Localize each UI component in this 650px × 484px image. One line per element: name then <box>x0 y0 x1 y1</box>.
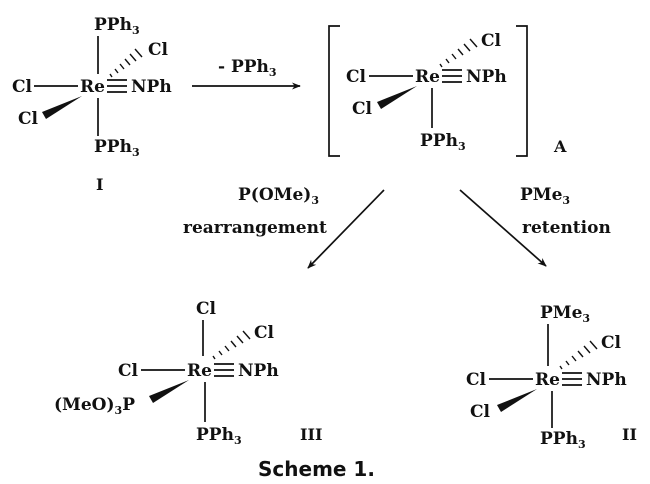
step1-reagent: - PPh3 <box>218 57 277 79</box>
compound-I-top-ligand: PPh3 <box>94 15 140 37</box>
intermediate-A-label: A <box>553 137 567 156</box>
compound-I-nitrene: NPh <box>131 77 172 97</box>
compound-I-label: I <box>96 175 103 194</box>
compound-II-metal: Re <box>535 370 560 390</box>
compound-III-label: III <box>300 425 322 444</box>
compound-III-phosphite: (MeO)3P <box>54 395 135 417</box>
path-left-arrow <box>307 189 385 269</box>
intermediate-A-bottom-ligand: PPh3 <box>420 131 466 153</box>
intermediate-A-cl-lower: Cl <box>352 99 373 119</box>
compound-I: PPh3 Cl Cl Re NPh Cl PPh3 I <box>12 15 172 194</box>
intermediate-A-cl-left: Cl <box>346 67 367 87</box>
compound-II-label: II <box>622 425 637 444</box>
path-left: P(OMe)3 rearrangement <box>183 185 385 269</box>
compound-I-cl-upper: Cl <box>148 40 169 60</box>
compound-I-wedge-bond <box>42 96 82 119</box>
compound-III-hashed-bond <box>212 330 251 360</box>
compound-III-top-ligand: Cl <box>196 299 217 319</box>
compound-I-metal: Re <box>80 77 105 97</box>
compound-I-hashed-bond <box>109 48 143 78</box>
path-left-reagent: P(OMe)3 <box>238 185 319 207</box>
compound-II-cl-lower: Cl <box>470 402 491 422</box>
compound-III-metal: Re <box>187 361 212 381</box>
compound-III-wedge-bond <box>149 380 189 403</box>
compound-III-cl-upper: Cl <box>254 323 275 343</box>
path-right-arrow <box>459 189 547 267</box>
intermediate-A-metal: Re <box>415 67 440 87</box>
path-right-note: retention <box>522 218 611 238</box>
intermediate-A-left-bracket <box>328 25 340 157</box>
compound-III-bottom-ligand: PPh3 <box>196 425 242 447</box>
compound-I-bottom-ligand: PPh3 <box>94 137 140 159</box>
compound-II-hashed-bond <box>559 340 598 370</box>
path-right-reagent: PMe3 <box>520 185 570 207</box>
step1-arrow-group: - PPh3 <box>192 57 301 90</box>
compound-III-cl-left: Cl <box>118 361 139 381</box>
compound-I-cl-lower: Cl <box>18 109 39 129</box>
compound-I-cl-left: Cl <box>12 77 33 97</box>
compound-III: Cl Cl Cl Re NPh (MeO)3P PPh3 III <box>54 299 322 447</box>
path-right: PMe3 retention <box>459 185 611 267</box>
compound-II-wedge-bond <box>497 389 537 412</box>
intermediate-A-right-bracket <box>516 25 528 157</box>
scheme-caption: Scheme 1. <box>258 457 375 481</box>
compound-II-cl-upper: Cl <box>601 333 622 353</box>
compound-II-top-ligand: PMe3 <box>540 303 590 325</box>
compound-III-nitrene: NPh <box>238 361 279 381</box>
compound-II-cl-left: Cl <box>466 370 487 390</box>
intermediate-A-nitrene: NPh <box>466 67 507 87</box>
compound-II-nitrene: NPh <box>586 370 627 390</box>
intermediate-A-cl-upper: Cl <box>481 31 502 51</box>
path-left-note: rearrangement <box>183 218 327 238</box>
intermediate-A-wedge-bond <box>377 86 417 109</box>
intermediate-A: Cl Cl Re NPh Cl PPh3 A <box>328 25 567 157</box>
intermediate-A-hashed-bond <box>439 38 478 68</box>
compound-II-bottom-ligand: PPh3 <box>540 429 586 451</box>
compound-II: PMe3 Cl Cl Re NPh Cl PPh3 II <box>466 303 637 451</box>
